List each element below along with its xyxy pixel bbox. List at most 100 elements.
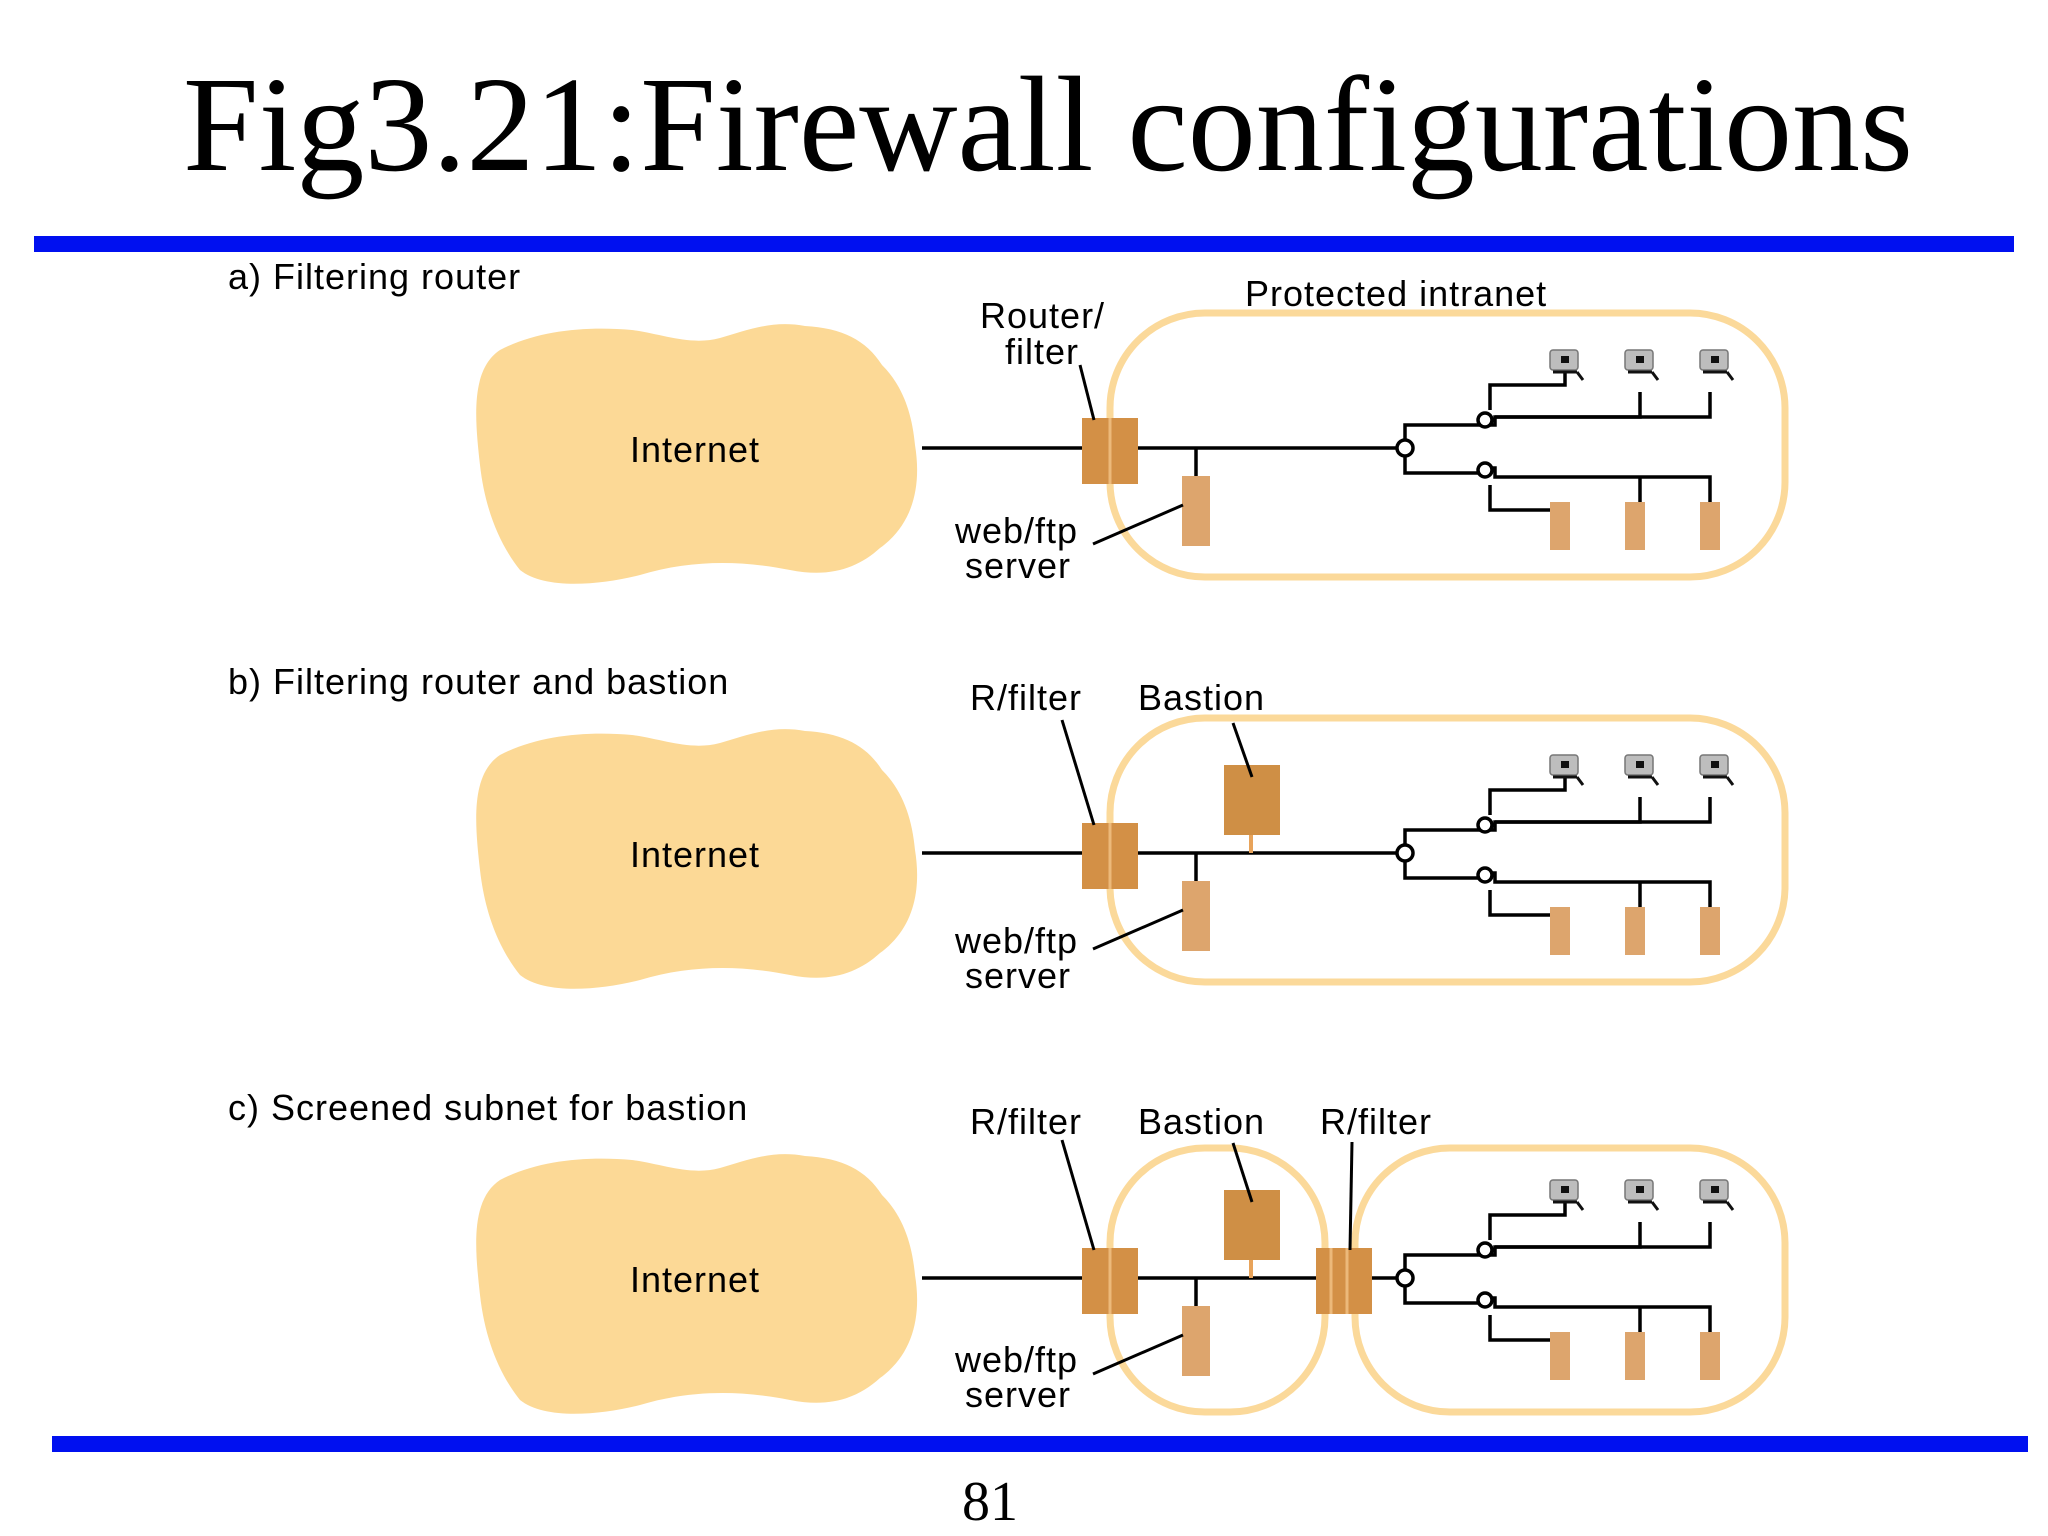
internal-server-1 bbox=[1550, 1332, 1570, 1380]
workstation-link-1 bbox=[1488, 775, 1567, 815]
workstation-screen-1 bbox=[1561, 356, 1569, 363]
workstation-keyboard-1 bbox=[1553, 775, 1585, 786]
web-server-leader bbox=[1092, 503, 1184, 546]
internet-cloud bbox=[476, 729, 918, 989]
workstation-screen-2 bbox=[1636, 761, 1644, 768]
server-link-1 bbox=[1488, 890, 1555, 917]
bastion-leader bbox=[1231, 1142, 1254, 1203]
panel-a-zone-label: Protected intranet bbox=[1245, 273, 1547, 314]
workstation-bus-node bbox=[1476, 411, 1494, 429]
server-bus-node bbox=[1476, 461, 1494, 479]
workstation-bus bbox=[1485, 1222, 1712, 1257]
workstation-bus-node bbox=[1476, 1241, 1494, 1259]
web-ftp-server bbox=[1182, 476, 1210, 546]
router-filter-leader bbox=[1060, 719, 1096, 826]
upper-branch-line bbox=[1403, 828, 1485, 853]
panel-b-heading: b) Filtering router and bastion bbox=[228, 661, 729, 702]
internet-cloud bbox=[476, 1154, 918, 1414]
web-server-leader bbox=[1092, 908, 1184, 951]
panel-router-and-bastion bbox=[476, 714, 1789, 989]
panel-c-heading: c) Screened subnet for bastion bbox=[228, 1087, 748, 1128]
panel-c-internet-label: Internet bbox=[630, 1259, 760, 1300]
workstation-screen-1 bbox=[1561, 761, 1569, 768]
panel-a-router-label-line1: Router/ bbox=[980, 295, 1105, 336]
upper-branch-line bbox=[1403, 423, 1485, 448]
page-number: 81 bbox=[962, 1471, 1018, 1533]
panel-c-server-label-line1: web/ftp bbox=[954, 1339, 1078, 1380]
internal-server-3 bbox=[1700, 1332, 1720, 1380]
web-ftp-server bbox=[1182, 881, 1210, 951]
protected-intranet-enclosure bbox=[1106, 309, 1789, 581]
router-filter-leader bbox=[1078, 364, 1096, 421]
internal-server-3 bbox=[1700, 502, 1720, 550]
panel-c-bastion-label: Bastion bbox=[1138, 1101, 1265, 1142]
web-server-leader bbox=[1092, 1333, 1184, 1376]
top-rule bbox=[34, 236, 2014, 252]
internal-server-1 bbox=[1550, 502, 1570, 550]
inner-router-filter-box bbox=[1316, 1248, 1372, 1314]
lower-branch-line bbox=[1403, 853, 1485, 880]
server-link-1 bbox=[1488, 1315, 1555, 1342]
workstation-link-1 bbox=[1488, 370, 1567, 410]
workstation-keyboard-2 bbox=[1628, 1200, 1660, 1211]
internal-server-3 bbox=[1700, 907, 1720, 955]
workstation-link-2 bbox=[1495, 1222, 1642, 1249]
server-link-1 bbox=[1488, 485, 1555, 512]
server-bus bbox=[1485, 1296, 1712, 1332]
workstation-keyboard-1 bbox=[1553, 370, 1585, 381]
panel-b-server-label-line2: server bbox=[965, 955, 1071, 996]
panel-b-internet-label: Internet bbox=[630, 834, 760, 875]
workstation-bus-node bbox=[1476, 816, 1494, 834]
workstation-screen-3 bbox=[1711, 356, 1719, 363]
internal-server-2 bbox=[1625, 502, 1645, 550]
panel-b-bastion-label: Bastion bbox=[1138, 677, 1265, 718]
panel-c-inner-router-label: R/filter bbox=[1320, 1101, 1432, 1142]
inner-filter-leader bbox=[1348, 1141, 1354, 1251]
workstation-keyboard-2 bbox=[1628, 370, 1660, 381]
screened-subnet-enclosure bbox=[1106, 1144, 1329, 1416]
panel-a-server-label-line2: server bbox=[965, 545, 1071, 586]
workstation-keyboard-2 bbox=[1628, 775, 1660, 786]
workstation-keyboard-3 bbox=[1703, 775, 1735, 786]
internal-server-2 bbox=[1625, 907, 1645, 955]
workstation-link-2 bbox=[1495, 392, 1642, 419]
workstation-screen-2 bbox=[1636, 356, 1644, 363]
panel-b-labels: b) Filtering router and bastion R/filter… bbox=[228, 661, 1265, 996]
web-ftp-server bbox=[1182, 1306, 1210, 1376]
panel-a-server-label-line1: web/ftp bbox=[954, 510, 1078, 551]
bottom-rule bbox=[52, 1436, 2028, 1452]
slide-title: Fig3.21:Firewall configurations bbox=[183, 50, 1913, 200]
hub-node bbox=[1395, 843, 1415, 863]
workstation-screen-3 bbox=[1711, 761, 1719, 768]
panel-b-router-label: R/filter bbox=[970, 677, 1082, 718]
workstation-link-1 bbox=[1488, 1200, 1567, 1240]
panel-c-labels: c) Screened subnet for bastion R/filter … bbox=[228, 1087, 1432, 1415]
server-bus-node bbox=[1476, 866, 1494, 884]
workstation-screen-3 bbox=[1711, 1186, 1719, 1193]
panel-c-router-label: R/filter bbox=[970, 1101, 1082, 1142]
panel-b-server-label-line1: web/ftp bbox=[954, 920, 1078, 961]
lower-branch-line bbox=[1403, 448, 1485, 475]
workstation-screen-2 bbox=[1636, 1186, 1644, 1193]
protected-intranet-enclosure bbox=[1106, 714, 1789, 986]
panel-a-router-label-line2: filter bbox=[1005, 331, 1079, 372]
workstation-keyboard-1 bbox=[1553, 1200, 1585, 1211]
server-bus bbox=[1485, 466, 1712, 502]
server-bus-node bbox=[1476, 1291, 1494, 1309]
hub-node bbox=[1395, 1268, 1415, 1288]
server-bus bbox=[1485, 871, 1712, 907]
panel-filtering-router bbox=[476, 309, 1789, 584]
hub-node bbox=[1395, 438, 1415, 458]
panel-a-heading: a) Filtering router bbox=[228, 256, 521, 297]
lower-branch-line bbox=[1403, 1278, 1485, 1305]
workstation-keyboard-3 bbox=[1703, 370, 1735, 381]
workstation-screen-1 bbox=[1561, 1186, 1569, 1193]
upper-branch-line bbox=[1403, 1253, 1485, 1278]
internal-server-1 bbox=[1550, 907, 1570, 955]
panel-a-labels: a) Filtering router Protected intranet R… bbox=[228, 256, 1547, 586]
panel-a-internet-label: Internet bbox=[630, 429, 760, 470]
internal-server-2 bbox=[1625, 1332, 1645, 1380]
workstation-link-2 bbox=[1495, 797, 1642, 824]
panel-c-server-label-line2: server bbox=[965, 1374, 1071, 1415]
